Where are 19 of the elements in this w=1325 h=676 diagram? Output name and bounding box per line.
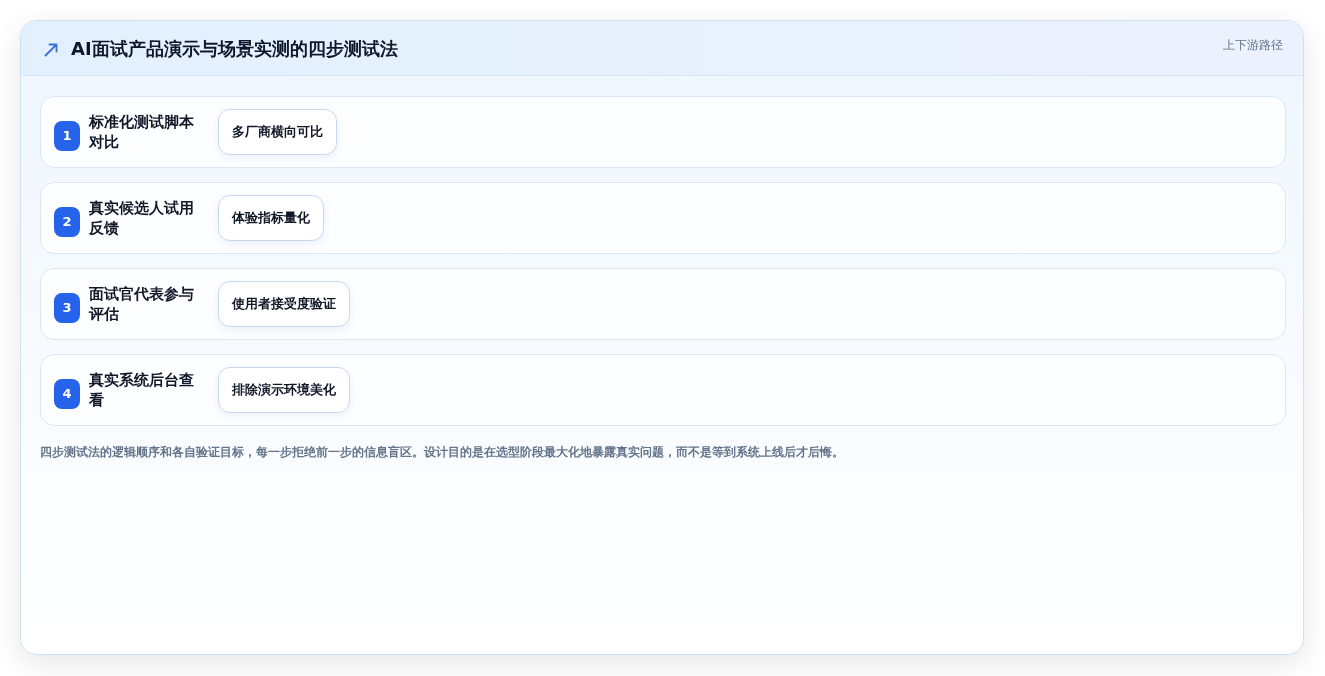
step-row-card — [40, 96, 1286, 168]
step-number-badge: 3 — [54, 293, 80, 323]
goal-pill: 排除演示环境美化 — [218, 367, 350, 413]
goal-pill: 体验指标量化 — [218, 195, 324, 241]
step-row-card — [40, 268, 1286, 340]
step-number-badge: 1 — [54, 121, 80, 151]
step-title: 标准化测试脚本对比 — [89, 112, 195, 152]
step-number-badge: 2 — [54, 207, 80, 237]
caption-text: 四步测试法的逻辑顺序和各自验证目标，每一步拒绝前一步的信息盲区。设计目的是在选型阶段最大化地暴露真实问题，而不是等到系统上线后才后悔。 — [40, 444, 845, 460]
goal-pill: 使用者接受度验证 — [218, 281, 350, 327]
step-title: 面试官代表参与评估 — [89, 284, 195, 324]
step-number-badge: 4 — [54, 379, 80, 409]
step-title: 真实候选人试用反馈 — [89, 198, 195, 238]
goal-pill: 多厂商横向可比 — [218, 109, 337, 155]
header-note: 上下游路径 — [1223, 37, 1283, 53]
diagram-title: AI面试产品演示与场景实测的四步测试法 — [71, 37, 398, 61]
step-row-card — [40, 182, 1286, 254]
step-title: 真实系统后台查看 — [89, 370, 195, 410]
step-row-card — [40, 354, 1286, 426]
